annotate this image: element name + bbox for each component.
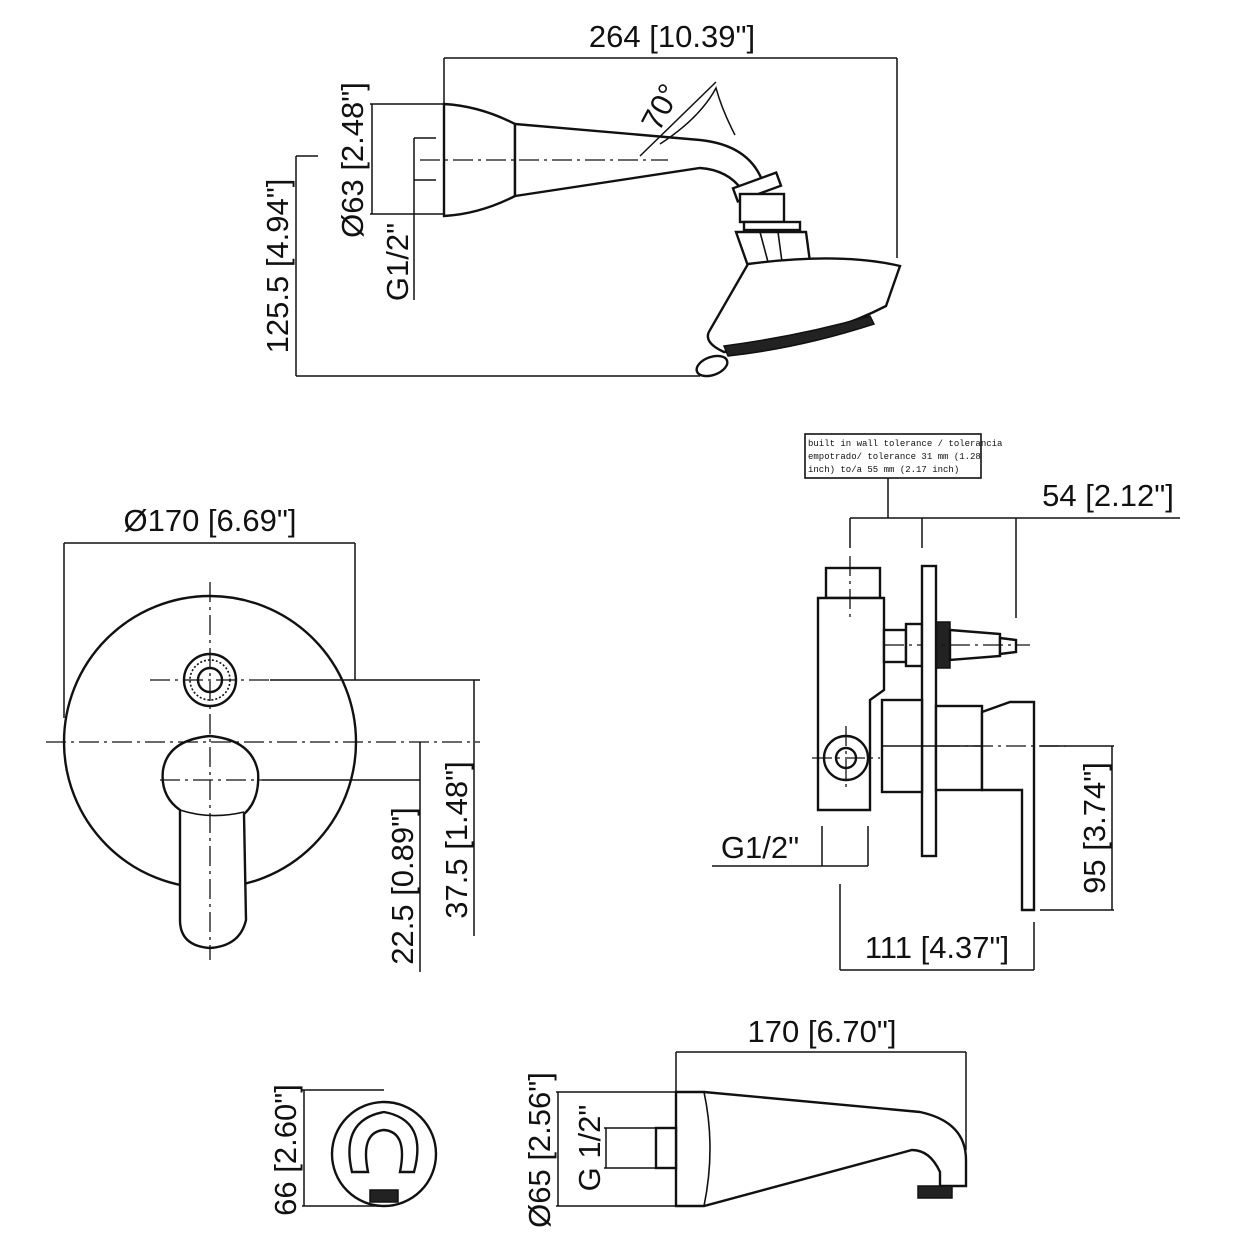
tolerance-note-box [804, 433, 982, 479]
tub-spout-side-view: 170 [6.70"] Ø65 [2.56"] G 1/2" [522, 1014, 968, 1228]
shower-head-view: 264 [10.39"] 70° Ø63 [2.48"] G1/2" [260, 19, 902, 378]
spout-front-height-dimension: 66 [2.60"] [268, 1084, 303, 1216]
offset-large-dimension: 37.5 [1.48"] [439, 761, 474, 919]
shower-thread-dimension: G1/2" [380, 223, 415, 301]
valve-lever-handle [161, 734, 260, 950]
plate-diameter-dimension: Ø170 [6.69"] [123, 503, 296, 538]
shower-height-dimension: 125.5 [4.94"] [260, 179, 295, 354]
valve-side-view: built in wall tolerance / tolerancia emp… [712, 433, 1180, 971]
valve-lever-side [980, 700, 1036, 912]
spout-thread-dimension: G 1/2" [572, 1105, 607, 1192]
tub-spout-front-view: 66 [2.60"] [268, 1084, 438, 1216]
valve-length-dimension: 111 [4.37"] [865, 930, 1009, 965]
spray-angle-label: 70° [634, 78, 687, 136]
valve-body-top [824, 566, 882, 600]
wall-plate [920, 564, 938, 858]
tolerance-note-line-3: inch) to/a 55 mm (2.17 inch) [808, 465, 959, 475]
spout-aerator [917, 1185, 953, 1199]
shower-width-dimension: 264 [10.39"] [589, 19, 755, 54]
valve-height-dimension: 95 [3.74"] [1077, 762, 1112, 894]
tolerance-note-line-2: empotrado/ tolerance 31 mm (1.28 [808, 452, 981, 462]
valve-thread-dimension: G1/2" [721, 830, 799, 865]
spout-length-dimension: 170 [6.70"] [748, 1014, 897, 1049]
spout-front-outlet [348, 1110, 419, 1174]
valve-front-view: Ø170 [6.69"] 22.5 [0.89"] 37.5 [1.48"] [46, 503, 480, 972]
spout-flange-diameter-dimension: Ø65 [2.56"] [522, 1072, 557, 1228]
tolerance-note-line-1: built in wall tolerance / tolerancia [808, 439, 1003, 449]
valve-depth-dimension: 54 [2.12"] [1042, 478, 1174, 513]
offset-small-dimension: 22.5 [0.89"] [385, 807, 420, 965]
spout-body [674, 1090, 968, 1208]
spout-inlet [654, 1126, 678, 1170]
flange-diameter-dimension: Ø63 [2.48"] [335, 82, 370, 238]
